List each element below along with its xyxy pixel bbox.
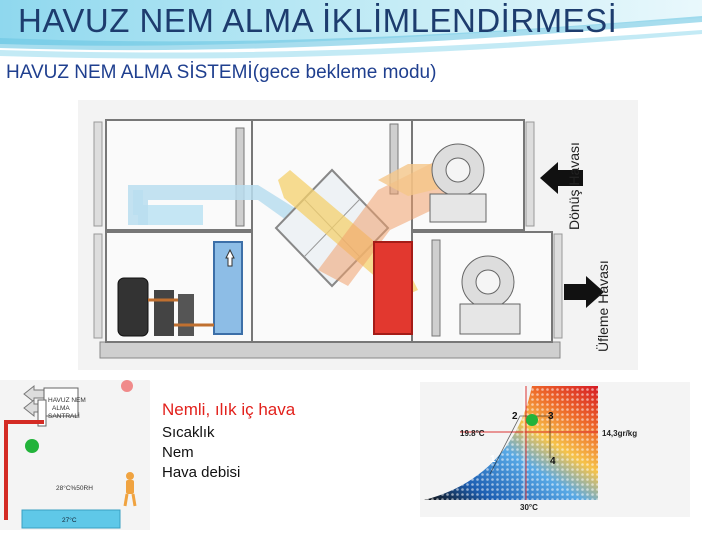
temp-label: 19.8°C <box>460 429 485 438</box>
supply-fan <box>459 255 521 335</box>
room-condition: 28°C%50RH <box>56 484 93 492</box>
unit-label-2: ALMA <box>52 405 70 412</box>
air-handling-unit-diagram: Dönüş Havası Üfleme Havası <box>78 100 638 370</box>
page-title: HAVUZ NEM ALMA İKLİMLENDİRMESİ <box>18 2 618 39</box>
legend-item-temperature: Sıcaklık <box>162 424 215 441</box>
person-icon <box>123 472 137 507</box>
dry-bulb-label: 30°C <box>520 503 538 512</box>
return-air-label: Dönüş Havası <box>566 142 582 230</box>
header-swoosh <box>0 0 702 59</box>
unit-base <box>99 341 561 359</box>
pool-room-schematic: HAVUZ NEM ALMA SANTRALİ 28°C%50RH 27°C <box>0 380 150 530</box>
heating-coil <box>373 241 413 335</box>
page-subtitle: HAVUZ NEM ALMA SİSTEMİ(gece bekleme modu… <box>6 62 437 83</box>
room-walls <box>4 420 44 520</box>
psychrometric-chart: 19.8°C 14,3gr/kg 30°C 1 2 3 4 <box>420 382 690 517</box>
supply-air-arrow <box>564 276 604 308</box>
legend-heading: Nemli, ılık iç hava <box>162 400 296 419</box>
point-1: 1 <box>490 454 496 465</box>
state-point-indoor <box>526 414 538 426</box>
unit-box <box>43 387 79 417</box>
return-air-arrow <box>540 162 583 194</box>
return-fan <box>429 143 487 223</box>
legend-item-airflow: Hava debisi <box>162 464 241 481</box>
point-4: 4 <box>550 456 556 467</box>
compressor <box>117 277 149 337</box>
unit-label-3: SANTRALİ <box>48 411 80 420</box>
point-3: 3 <box>548 411 554 422</box>
water-temp: 27°C <box>62 516 77 524</box>
humidity-label: 14,3gr/kg <box>602 429 637 438</box>
unit-pipe <box>37 399 47 427</box>
pool-water <box>21 509 121 529</box>
conditions-legend: Nemli, ılık iç hava Sıcaklık Nem Hava de… <box>150 382 412 522</box>
unit-label-1: HAVUZ NEM <box>48 397 86 404</box>
legend-item-humidity: Nem <box>162 444 194 461</box>
outdoor-point <box>121 380 133 392</box>
indoor-point <box>25 439 39 453</box>
supply-air-label: Üfleme Havası <box>594 260 611 352</box>
point-2: 2 <box>512 411 518 422</box>
